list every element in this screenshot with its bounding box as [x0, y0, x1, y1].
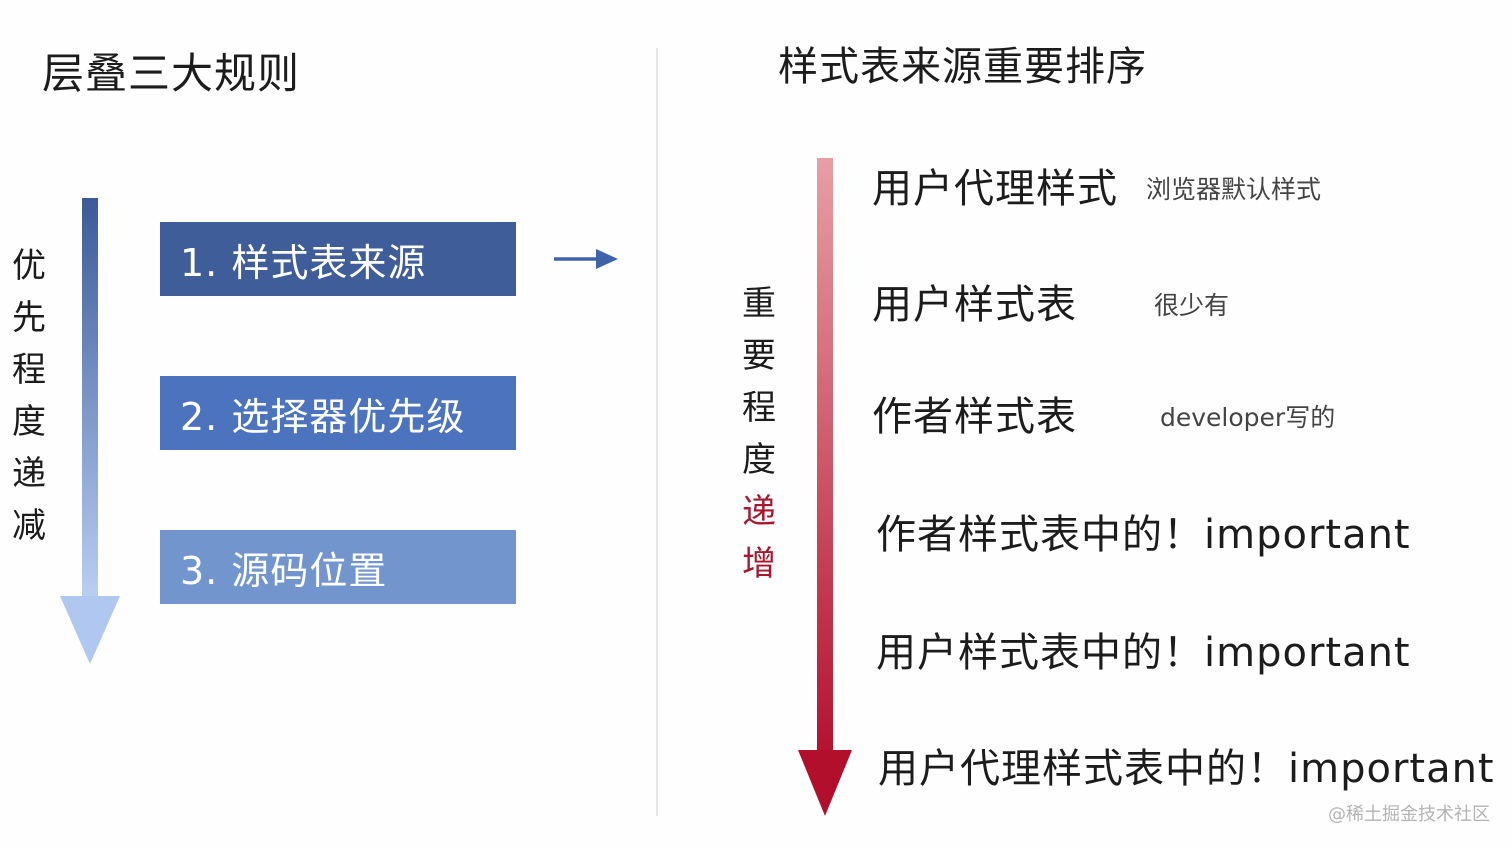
source-user-agent-note: 浏览器默认样式 — [1146, 175, 1322, 204]
source-user: 用户样式表 — [872, 282, 1077, 328]
priority-char: 度 — [12, 402, 46, 442]
importance-char-highlight: 递 — [742, 492, 776, 532]
source-user-agent-important: 用户代理样式表中的！important — [878, 746, 1495, 792]
priority-decreasing-label: 优 先 程 度 递 减 — [8, 240, 50, 552]
importance-char: 度 — [742, 440, 776, 480]
priority-char: 程 — [12, 350, 46, 390]
left-title: 层叠三大规则 — [42, 49, 301, 98]
priority-down-arrow-icon — [60, 198, 120, 664]
right-arrow-icon — [554, 249, 618, 269]
rule-selector-specificity: 2. 选择器优先级 — [160, 376, 516, 450]
panel-divider — [656, 48, 658, 816]
source-user-agent: 用户代理样式 — [872, 166, 1118, 212]
importance-increasing-label: 重 要 程 度 递 增 — [736, 278, 782, 590]
importance-char-highlight: 增 — [742, 544, 776, 584]
source-author-note: developer写的 — [1160, 403, 1336, 432]
importance-down-arrow-icon — [798, 158, 852, 816]
rule-stylesheet-origin: 1. 样式表来源 — [160, 222, 516, 296]
importance-char: 要 — [742, 336, 776, 376]
priority-char: 递 — [12, 454, 46, 494]
priority-char: 先 — [12, 298, 46, 338]
source-user-important: 用户样式表中的！important — [876, 630, 1411, 676]
source-user-note: 很少有 — [1154, 291, 1230, 320]
right-title: 样式表来源重要排序 — [778, 44, 1147, 90]
importance-char: 程 — [742, 388, 776, 428]
priority-char: 优 — [12, 246, 46, 286]
importance-char: 重 — [742, 284, 776, 324]
priority-char: 减 — [12, 506, 46, 546]
source-author: 作者样式表 — [872, 394, 1077, 440]
rule-source-order: 3. 源码位置 — [160, 530, 516, 604]
watermark: @稀土掘金技术社区 — [1328, 804, 1490, 825]
source-author-important: 作者样式表中的！important — [876, 512, 1411, 558]
